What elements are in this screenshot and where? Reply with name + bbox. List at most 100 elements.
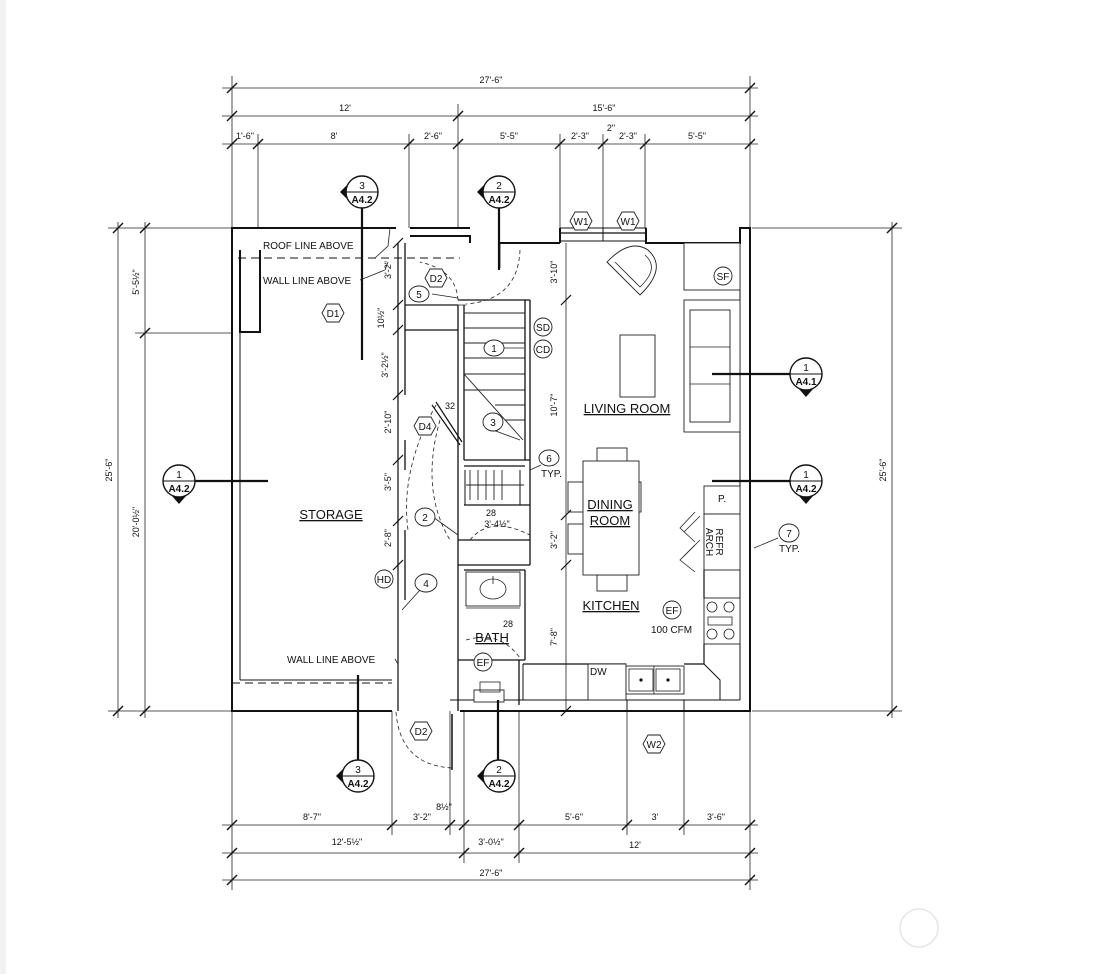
dim-top-seg7: 2'-3" — [619, 131, 637, 141]
device-symbols: SD CD HD EF EF SF — [374, 266, 733, 672]
note-refr-1: REFR — [713, 528, 724, 555]
keynote-1: 1 — [483, 339, 505, 357]
dim-int-3-2b: 3'-2" — [549, 531, 559, 549]
dim-bot-seg1: 8'-7" — [303, 812, 321, 822]
room-label-dining-1: DINING — [587, 497, 633, 512]
keynote-6: 6 — [538, 449, 560, 467]
section-marker-bottom-mid: 2 A4.2 — [477, 759, 516, 793]
keynotes: 1 5 3 2 4 6 7 — [401, 285, 800, 611]
svg-text:2: 2 — [496, 181, 502, 192]
dim-int-3-10: 3'-10" — [549, 261, 559, 284]
svg-text:D2: D2 — [430, 274, 443, 285]
kitchen-counters — [522, 570, 721, 701]
dim-bot-seg2: 3'-2" — [413, 812, 431, 822]
svg-text:1: 1 — [803, 363, 809, 374]
bottom-dimensions: 8'-7" 3'-2" 8½" 5'-6" 3' 3'-6" 12'-5½" 3… — [222, 711, 758, 890]
dim-int-2-8: 2'-8" — [383, 529, 393, 547]
svg-text:W1: W1 — [621, 217, 636, 228]
svg-text:A4.2: A4.2 — [795, 484, 817, 495]
svg-text:2: 2 — [422, 513, 428, 524]
section-marker-bottom-left: 3 A4.2 — [336, 759, 375, 793]
dim-top-left: 12' — [339, 103, 351, 113]
furniture — [465, 242, 741, 703]
dim-int-3-4-5: 3'-4½" — [484, 519, 509, 529]
kitchen-sink — [625, 665, 685, 695]
keynote-2: 2 — [414, 507, 436, 527]
corner-table — [683, 242, 741, 291]
side-dimensions: 25'-6" 5'-5½" 20'-0½" 25'-6" — [104, 222, 902, 718]
svg-text:HD: HD — [377, 575, 391, 586]
dim-int-10-5: 10½" — [376, 308, 386, 329]
svg-text:D4: D4 — [419, 422, 432, 433]
tag-w1-b: W1 — [616, 211, 640, 231]
dim-top-seg5: 2'-3" — [571, 131, 589, 141]
svg-text:1: 1 — [803, 470, 809, 481]
exhaust-fan-bath-symbol: EF — [473, 652, 493, 672]
dim-int-10-7: 10'-7" — [549, 394, 559, 417]
sf-symbol: SF — [713, 266, 733, 286]
svg-text:7: 7 — [786, 529, 792, 540]
note-wall-line-top: WALL LINE ABOVE — [263, 276, 352, 287]
note-typ-6: TYP. — [541, 469, 562, 480]
note-ef-cfm: 100 CFM — [651, 625, 692, 636]
heat-detector-symbol: HD — [374, 569, 394, 589]
svg-text:2: 2 — [496, 765, 502, 776]
dim-int-28a: 28 — [486, 508, 496, 518]
dining-set — [567, 447, 642, 592]
dim-int-7-8: 7'-8" — [549, 628, 559, 646]
pantry-refrigerator — [679, 485, 741, 573]
top-dimensions: 27'-6" 12' 15'-6" 1'-6" 8' 2'-6" 5'-5" 2… — [222, 75, 758, 228]
exhaust-fan-kitchen-symbol: EF — [662, 600, 682, 620]
svg-text:D2: D2 — [415, 727, 428, 738]
toilet — [473, 681, 505, 703]
section-marker-top-mid: 2 A4.2 — [477, 175, 516, 209]
range-cooktop — [703, 597, 741, 645]
room-label-kitchen: KITCHEN — [582, 598, 639, 613]
svg-text:A4.2: A4.2 — [347, 779, 369, 790]
co-detector-symbol: CD — [533, 339, 553, 359]
interior-dimensions: 3'-2" 10½" 3'-2½" 2'-10" 3'-5" 2'-8" 3'-… — [376, 237, 572, 717]
dim-top-seg8: 5'-5" — [688, 131, 706, 141]
dim-bot-seg6: 3'-6" — [707, 812, 725, 822]
dim-int-3-2: 3'-2" — [383, 261, 393, 279]
armchair — [606, 245, 657, 296]
dim-int-28b: 28 — [503, 619, 513, 629]
svg-text:3: 3 — [359, 181, 365, 192]
keynote-5: 5 — [408, 285, 430, 303]
dim-left-upper: 5'-5½" — [131, 269, 141, 294]
svg-text:6: 6 — [546, 454, 552, 465]
svg-text:5: 5 — [416, 290, 422, 301]
exterior-walls — [231, 227, 751, 712]
svg-text:EF: EF — [666, 606, 679, 617]
dim-top-seg4: 5'-5" — [500, 131, 518, 141]
room-label-living: LIVING ROOM — [584, 401, 671, 416]
dim-top-seg1: 1'-6" — [236, 131, 254, 141]
svg-text:SF: SF — [717, 272, 730, 283]
dim-bot-seg4: 5'-6" — [565, 812, 583, 822]
note-refr-2: ARCH — [703, 528, 714, 556]
section-marker-right-upper: 1 A4.1 — [789, 357, 823, 397]
dim-bot-mid-left: 12'-5½" — [332, 837, 362, 847]
svg-text:A4.2: A4.2 — [351, 195, 373, 206]
svg-text:A4.2: A4.2 — [168, 484, 190, 495]
dim-bot-seg5: 3' — [652, 812, 659, 822]
dim-bot-seg3: 8½" — [436, 802, 452, 812]
section-marker-left: 1 A4.2 — [162, 464, 196, 504]
dim-left-lower: 20'-0½" — [131, 507, 141, 537]
dim-right-total: 25'-6" — [878, 459, 888, 482]
tag-w2: W2 — [642, 734, 666, 754]
coffee-table — [619, 334, 656, 398]
doors — [395, 243, 531, 770]
door-window-tags: D1 D2 D4 D2 W1 W1 W2 — [321, 211, 666, 754]
svg-text:W1: W1 — [574, 217, 589, 228]
dim-bot-mid-right: 12' — [629, 840, 641, 850]
bath-vanity — [465, 571, 521, 609]
dim-int-32: 32 — [445, 401, 455, 411]
dim-left-total: 25'-6" — [104, 459, 114, 482]
dim-top-seg6: 2" — [607, 123, 615, 133]
room-label-storage: STORAGE — [299, 507, 363, 522]
svg-text:SD: SD — [536, 323, 550, 334]
dim-top-right: 15'-6" — [593, 103, 616, 113]
svg-text:1: 1 — [176, 470, 182, 481]
